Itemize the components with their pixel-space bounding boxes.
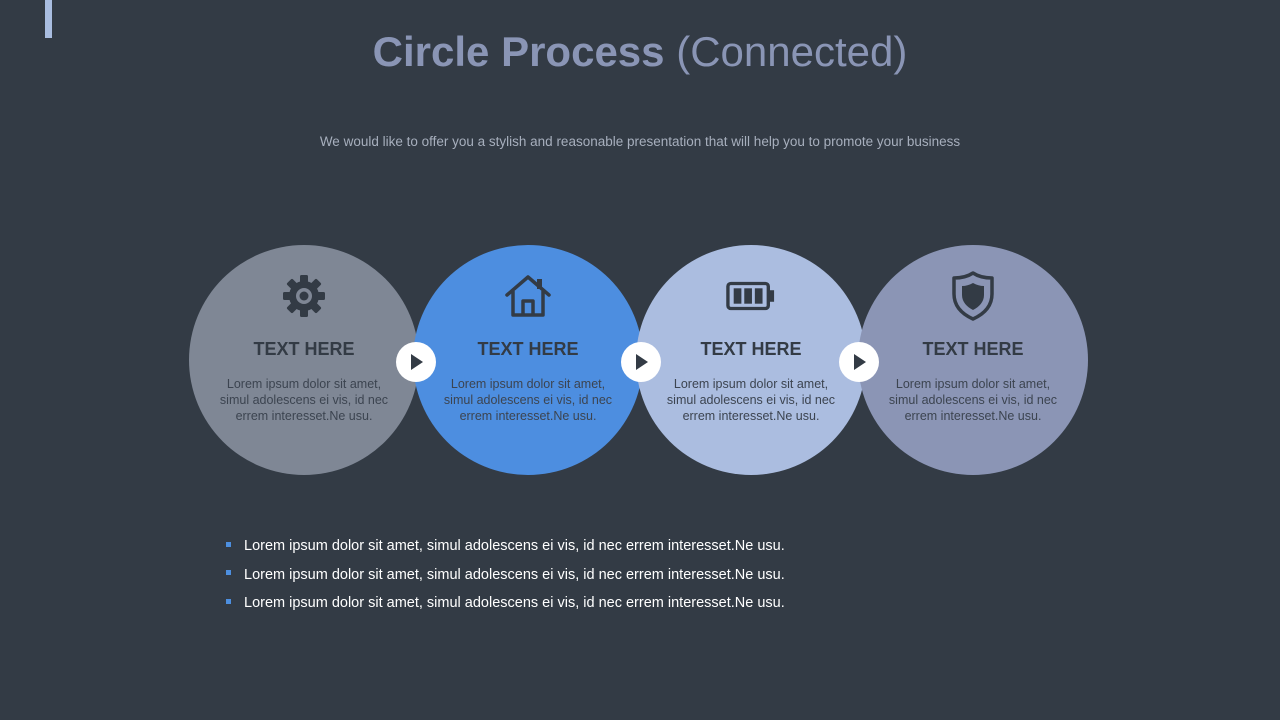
step-body: Lorem ipsum dolor sit amet, simul adoles… — [666, 377, 836, 423]
connector-arrow-3 — [839, 342, 879, 382]
play-icon — [411, 354, 423, 370]
shield-icon — [948, 271, 998, 321]
house-icon — [503, 271, 553, 321]
step-heading: TEXT HERE — [922, 339, 1024, 359]
step-heading: TEXT HERE — [700, 339, 802, 359]
connector-arrow-1 — [396, 342, 436, 382]
connector-arrow-2 — [621, 342, 661, 382]
step-heading: TEXT HERE — [477, 339, 579, 359]
gear-icon — [279, 271, 329, 321]
battery-icon — [726, 271, 776, 321]
bullet-marker — [226, 570, 231, 576]
step-body: Lorem ipsum dolor sit amet, simul adoles… — [888, 377, 1058, 423]
step-circle-4: TEXT HERE Lorem ipsum dolor sit amet, si… — [858, 245, 1088, 475]
page-title: Circle Process (Connected) — [0, 28, 1280, 76]
step-circle-1: TEXT HERE Lorem ipsum dolor sit amet, si… — [189, 245, 419, 475]
bullet-text: Lorem ipsum dolor sit amet, simul adoles… — [244, 595, 785, 612]
step-body: Lorem ipsum dolor sit amet, simul adoles… — [443, 377, 613, 423]
list-item: Lorem ipsum dolor sit amet, simul adoles… — [226, 532, 785, 561]
bullet-list: Lorem ipsum dolor sit amet, simul adoles… — [226, 532, 785, 618]
step-circle-2: TEXT HERE Lorem ipsum dolor sit amet, si… — [413, 245, 643, 475]
step-circle-3: TEXT HERE Lorem ipsum dolor sit amet, si… — [636, 245, 866, 475]
subtitle: We would like to offer you a stylish and… — [319, 134, 961, 149]
step-body: Lorem ipsum dolor sit amet, simul adoles… — [219, 377, 389, 423]
title-light: (Connected) — [676, 28, 908, 75]
step-heading: TEXT HERE — [253, 339, 355, 359]
title-bold: Circle Process — [372, 28, 665, 75]
bullet-text: Lorem ipsum dolor sit amet, simul adoles… — [244, 538, 785, 555]
bullet-marker — [226, 598, 231, 604]
list-item: Lorem ipsum dolor sit amet, simul adoles… — [226, 561, 785, 590]
play-icon — [854, 354, 866, 370]
play-icon — [636, 354, 648, 370]
list-item: Lorem ipsum dolor sit amet, simul adoles… — [226, 589, 785, 618]
bullet-marker — [226, 541, 231, 547]
accent-bar — [45, 0, 52, 38]
bullet-text: Lorem ipsum dolor sit amet, simul adoles… — [244, 566, 785, 583]
